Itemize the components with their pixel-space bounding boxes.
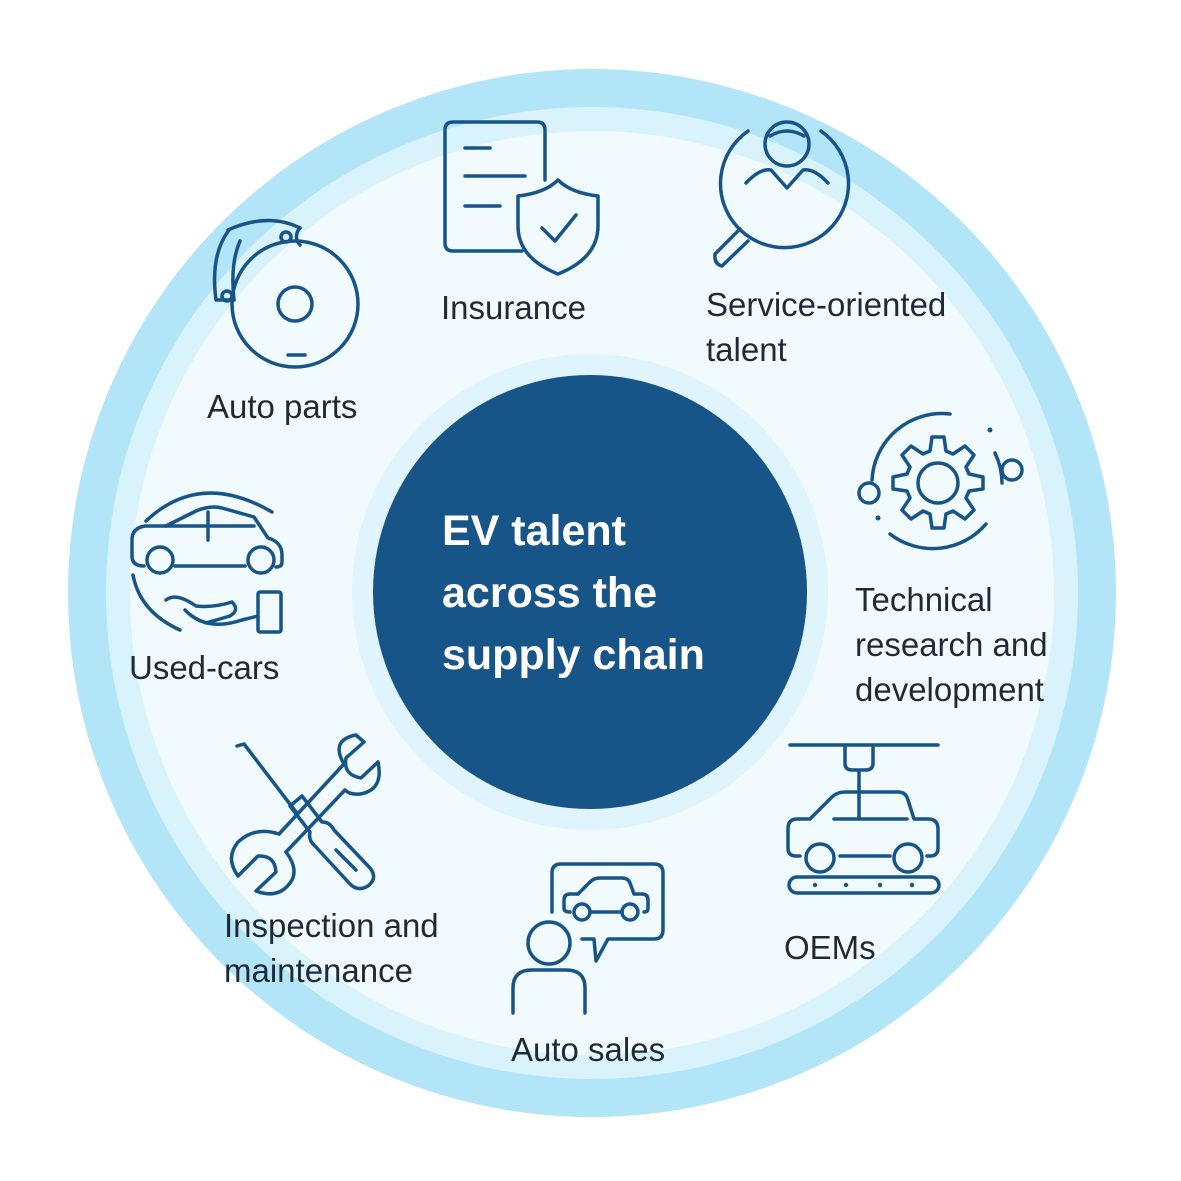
center-title-line: across the	[442, 569, 658, 617]
label-insurance: Insurance	[441, 289, 586, 326]
salesperson-car-bubble-icon	[511, 862, 665, 1015]
label-used-cars: Used-cars	[129, 649, 280, 686]
person-magnifier-icon	[713, 120, 851, 268]
gear-orbit-icon	[857, 411, 1024, 551]
wrench-screwdriver-icon	[229, 733, 381, 896]
center-hub	[373, 375, 807, 809]
center-title-line: EV talent	[442, 507, 626, 555]
brake-disc-icon	[212, 218, 360, 369]
center-title: EV talent across the supply chain	[442, 500, 772, 686]
insurance-document-shield-icon	[443, 120, 600, 276]
label-auto-sales: Auto sales	[511, 1031, 666, 1068]
label-auto-parts: Auto parts	[207, 388, 358, 425]
label-technical-rnd: Technical research and development	[855, 581, 1048, 708]
car-in-hand-icon	[130, 491, 284, 634]
label-oems: OEMs	[784, 929, 876, 966]
label-inspection-maintenance: Inspection and maintenance	[224, 907, 439, 989]
center-title-line: supply chain	[442, 631, 705, 679]
label-service-oriented-talent: Service-oriented talent	[706, 286, 947, 368]
car-assembly-line-icon	[786, 743, 941, 895]
